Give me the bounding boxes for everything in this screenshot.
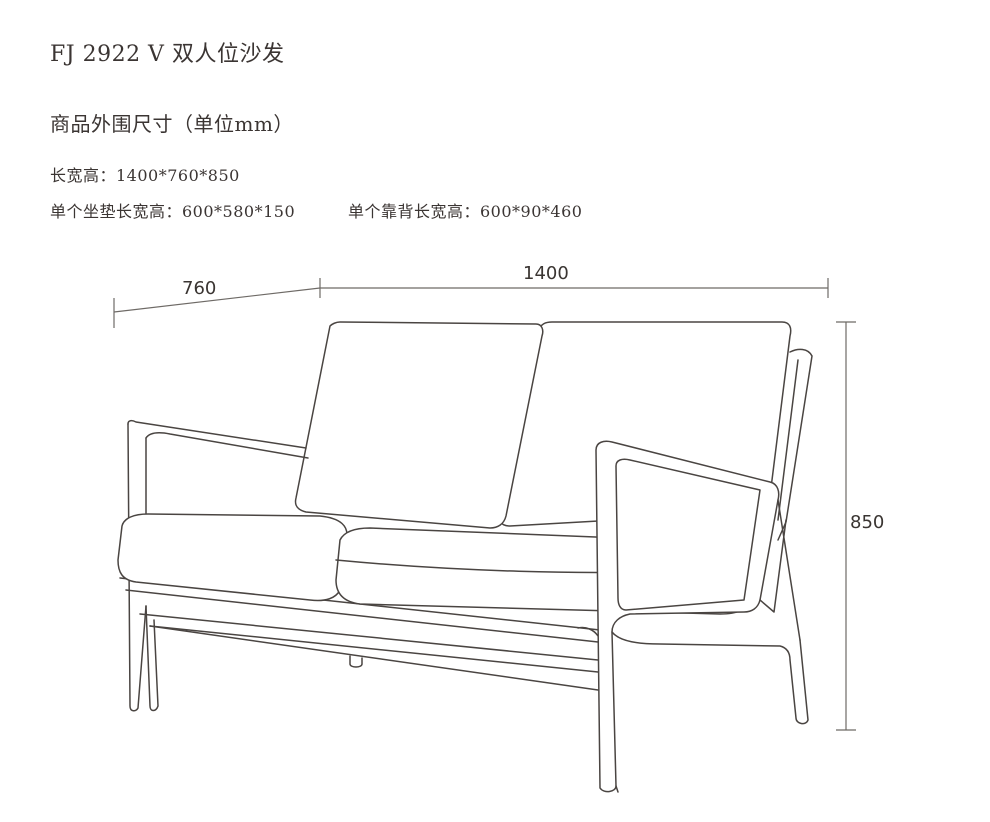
backrest-dimensions: 单个靠背长宽高：600*90*460 [348,202,583,221]
depth-dimension-line [113,287,321,328]
height-label: 850 [850,512,884,533]
width-label: 1400 [523,263,569,284]
left-side-frame [127,419,309,712]
product-title: FJ 2922 V 双人位沙发 [50,42,285,67]
overall-dimensions: 长宽高：1400*760*850 [50,166,240,185]
depth-label: 760 [182,278,216,299]
height-dimension-line [836,321,856,731]
cushion-dimensions: 单个坐垫长宽高：600*580*150 [50,202,296,221]
width-dimension-line [319,278,829,298]
dimensions-heading: 商品外围尺寸（单位mm） [50,112,294,136]
back-frame [777,348,813,541]
right-side-frame [595,440,809,793]
